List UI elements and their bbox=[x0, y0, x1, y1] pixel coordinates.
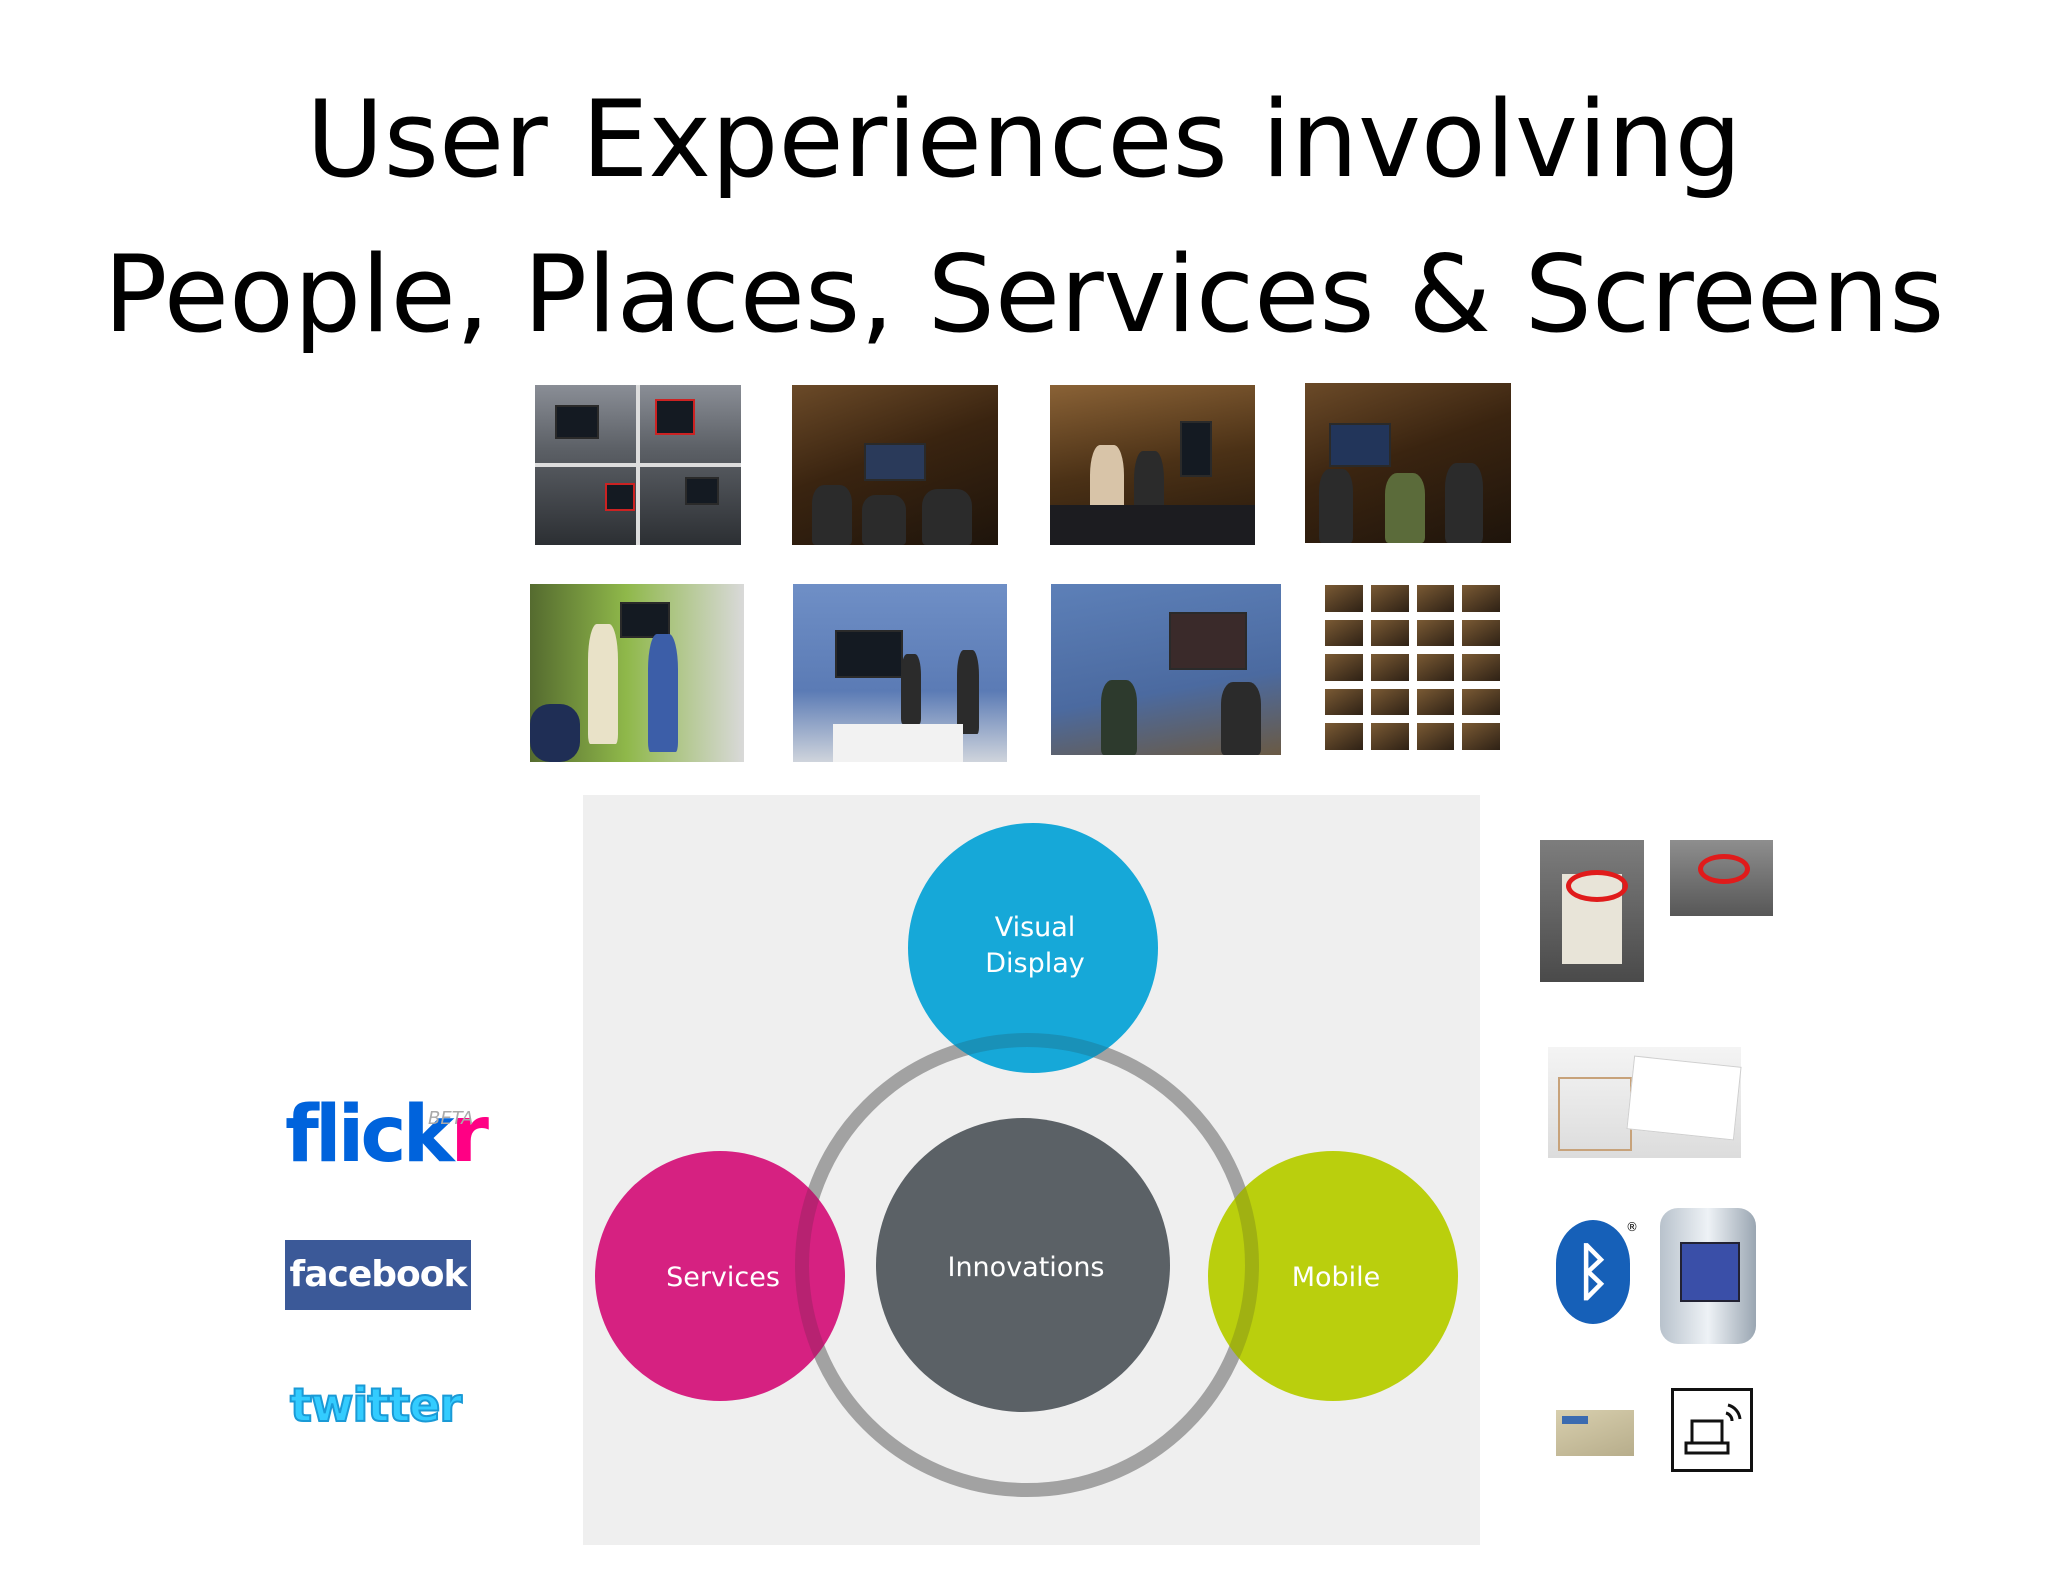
mobile-circle bbox=[1208, 1151, 1458, 1401]
office-collage-photo bbox=[535, 385, 741, 545]
flickr-logo-r: r bbox=[450, 1090, 490, 1180]
slide-title-line1: User Experiences involving bbox=[306, 78, 1742, 201]
flickr-logo: flickr bbox=[285, 1090, 490, 1180]
visual-display-label-line1: Visual bbox=[995, 912, 1076, 943]
phone-screen bbox=[1680, 1242, 1740, 1302]
registered-mark: ® bbox=[1626, 1220, 1638, 1234]
slide-title: User Experiences involving People, Place… bbox=[0, 62, 2048, 372]
ceiling-sensor-photo bbox=[1670, 840, 1773, 916]
diagram-ring-overlay bbox=[795, 1032, 1260, 1498]
wireless-laptop-icon bbox=[1671, 1388, 1753, 1472]
smart-card-logo bbox=[1562, 1416, 1588, 1424]
hallway-display-photo bbox=[1051, 584, 1281, 755]
flickr-logo-text: flick bbox=[285, 1090, 455, 1180]
blue-wall-display-photo bbox=[793, 584, 1007, 762]
auditorium-photo bbox=[792, 385, 998, 545]
innovations-label: Innovations bbox=[947, 1252, 1104, 1283]
services-label: Services bbox=[666, 1262, 780, 1293]
slide-title-line2: People, Places, Services & Screens bbox=[103, 233, 1945, 356]
exhibit-photo bbox=[1305, 383, 1511, 543]
visual-display-circle bbox=[908, 823, 1158, 1073]
mobile-phone-photo bbox=[1660, 1208, 1756, 1344]
visual-display-label-line2: Display bbox=[985, 948, 1085, 979]
twitter-logo: twitter bbox=[289, 1377, 463, 1433]
thumbnail-grid-photo bbox=[1325, 585, 1500, 750]
bluetooth-icon: ᛒ bbox=[1556, 1220, 1630, 1324]
flickr-beta-label: BETA bbox=[428, 1108, 474, 1129]
display-demo-photo bbox=[1050, 385, 1255, 545]
innovation-diagram: Visual Display Services Innovations Mobi… bbox=[595, 823, 1458, 1498]
green-lounge-photo bbox=[530, 584, 744, 762]
services-circle bbox=[595, 1151, 845, 1401]
red-circle-marker bbox=[1566, 870, 1628, 902]
name-badge-card bbox=[1626, 1055, 1742, 1141]
id-badge-photo bbox=[1540, 840, 1644, 982]
smart-card-photo bbox=[1556, 1410, 1634, 1456]
rfid-badge-photo bbox=[1548, 1047, 1742, 1158]
mobile-label: Mobile bbox=[1292, 1262, 1381, 1293]
red-circle-marker bbox=[1698, 854, 1750, 884]
facebook-logo: facebook bbox=[285, 1240, 471, 1310]
innovations-circle bbox=[876, 1118, 1170, 1412]
rfid-antenna bbox=[1558, 1077, 1632, 1151]
